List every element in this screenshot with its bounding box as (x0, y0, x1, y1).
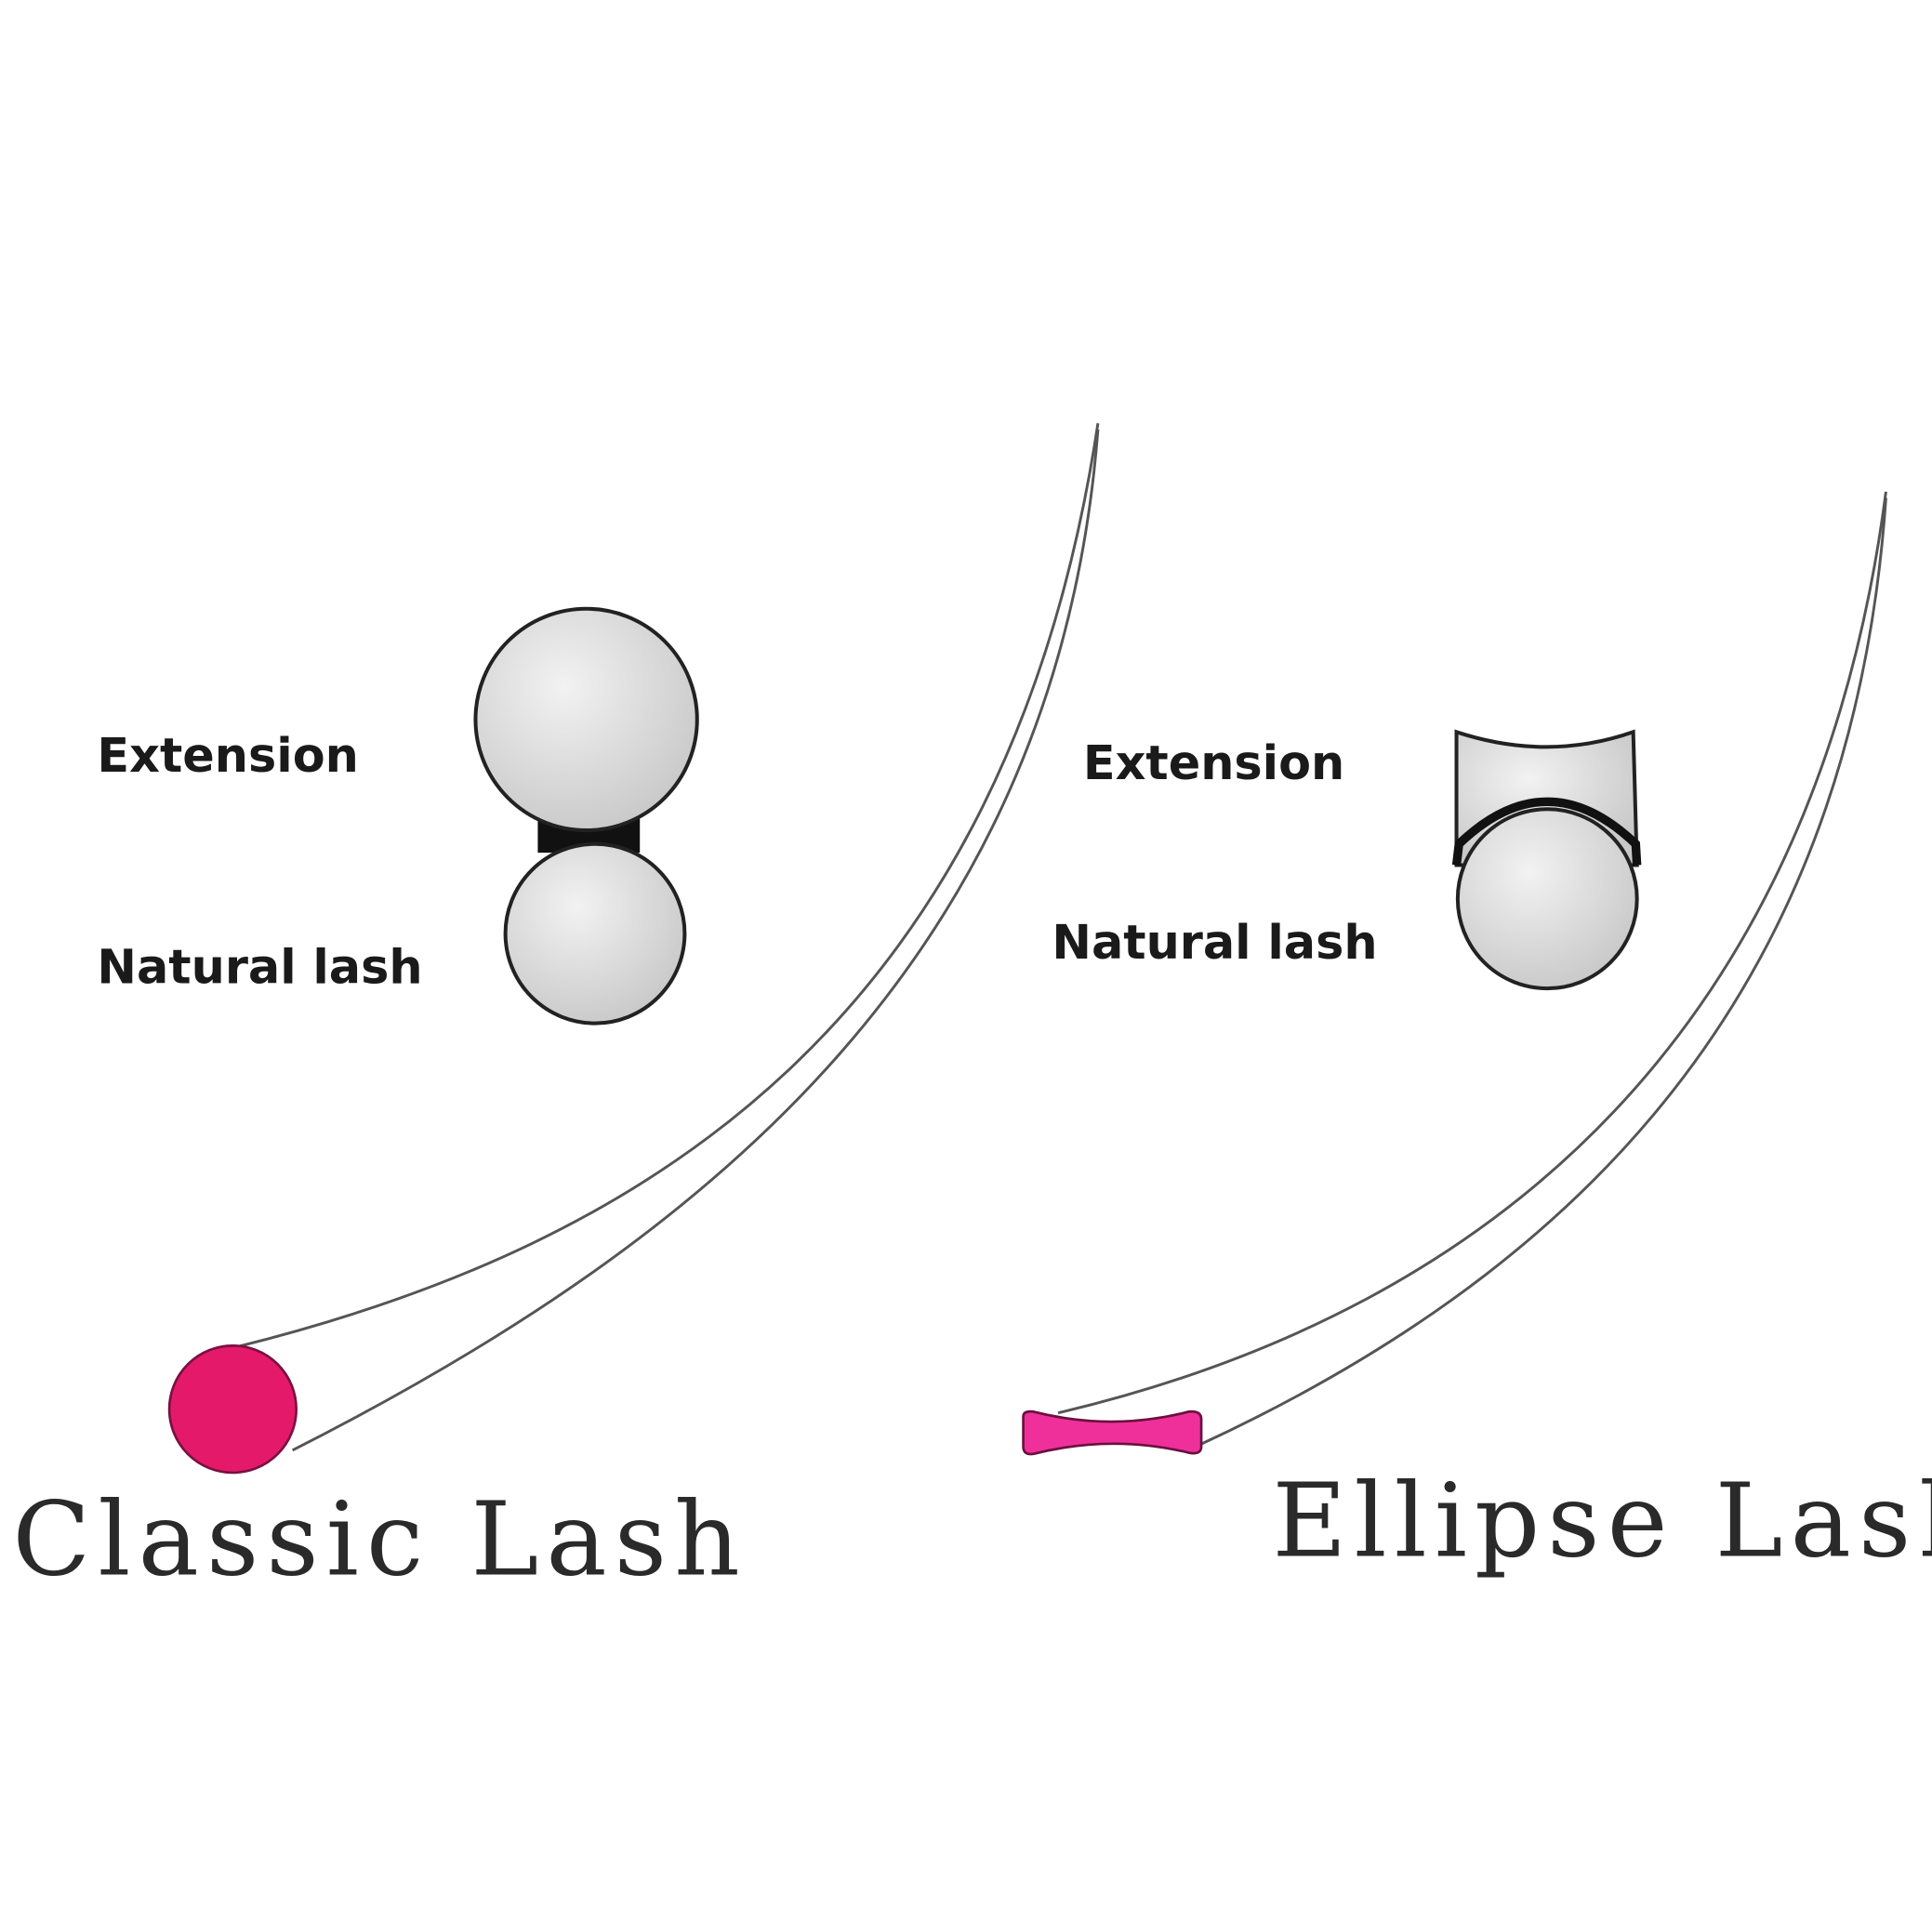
classic-lash-lower-edge (291, 429, 1100, 1452)
ellipse-lash-upper-edge (1057, 491, 1887, 1415)
classic-lash-upper-edge (236, 423, 1100, 1349)
natural-lash-cross-section (503, 841, 687, 1026)
ellipse-lash-group: Extension Natural lash Ellipse Lash (1022, 491, 1932, 1581)
extension-cross-section (473, 606, 699, 833)
ellipse-lash-base-bowtie (1022, 1409, 1203, 1456)
ellipse-natural-lash-cross-section (1455, 807, 1639, 991)
ellipse-natural-lash-label: Natural lash (1052, 915, 1377, 970)
ellipse-bond-line (1451, 797, 1642, 867)
ellipse-extension-label: Extension (1083, 735, 1344, 790)
classic-lash-base-circle (167, 1344, 298, 1475)
classic-lash-group: Extension Natural lash Classic Lash (12, 423, 1100, 1599)
classic-lash-title: Classic Lash (12, 1480, 748, 1599)
ellipse-lash-lower-edge (1200, 497, 1887, 1446)
ellipse-lash-title: Ellipse Lash (1272, 1462, 1932, 1581)
extension-label: Extension (97, 728, 358, 783)
natural-lash-label: Natural lash (97, 940, 422, 995)
